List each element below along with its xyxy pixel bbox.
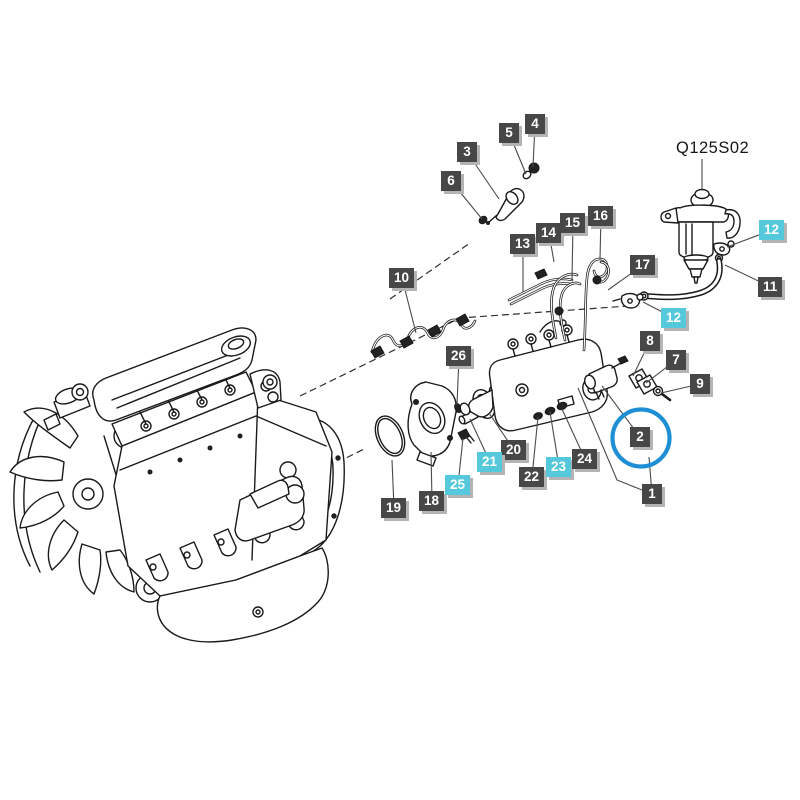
leader-lines bbox=[392, 124, 772, 508]
part-label-21[interactable]: 21 bbox=[477, 452, 503, 472]
glow-plug-harness-illustration bbox=[371, 314, 475, 358]
fuel-filter-illustration bbox=[613, 159, 740, 308]
part-label-3[interactable]: 3 bbox=[457, 142, 477, 162]
fuel-pipes-illustration bbox=[509, 259, 609, 350]
part-label-19[interactable]: 19 bbox=[381, 498, 407, 518]
part-label-2[interactable]: 2 bbox=[630, 427, 650, 447]
injector-illustration bbox=[478, 163, 539, 225]
part-label-10[interactable]: 10 bbox=[389, 268, 415, 288]
injector-bosses bbox=[140, 376, 235, 431]
engine-illustration bbox=[10, 328, 344, 642]
highlight-circle bbox=[613, 410, 670, 467]
part-label-18[interactable]: 18 bbox=[419, 491, 445, 511]
part-label-13[interactable]: 13 bbox=[510, 234, 536, 254]
part-label-9[interactable]: 9 bbox=[690, 374, 710, 394]
washers-illustration bbox=[533, 401, 568, 421]
part-label-23[interactable]: 23 bbox=[546, 457, 572, 477]
group-code-label[interactable]: Q125S02 bbox=[676, 139, 750, 157]
bracket-plates-illustration bbox=[629, 369, 670, 400]
part-label-12a[interactable]: 12 bbox=[759, 220, 785, 240]
part-label-12b[interactable]: 12 bbox=[661, 308, 687, 328]
part-label-26[interactable]: 26 bbox=[446, 346, 472, 366]
part-label-17[interactable]: 17 bbox=[630, 255, 656, 275]
part-label-7[interactable]: 7 bbox=[666, 350, 686, 370]
part-label-15[interactable]: 15 bbox=[560, 213, 586, 233]
part-label-16[interactable]: 16 bbox=[588, 206, 614, 226]
part-label-8[interactable]: 8 bbox=[640, 331, 660, 351]
part-label-5[interactable]: 5 bbox=[499, 123, 519, 143]
part-label-6[interactable]: 6 bbox=[441, 171, 461, 191]
part-label-11[interactable]: 11 bbox=[758, 277, 783, 297]
part-label-4[interactable]: 4 bbox=[525, 114, 545, 134]
solenoid-illustration bbox=[583, 356, 628, 399]
part-label-14[interactable]: 14 bbox=[536, 223, 562, 243]
part-label-20[interactable]: 20 bbox=[501, 440, 527, 460]
part-label-25[interactable]: 25 bbox=[445, 475, 471, 495]
part-label-1[interactable]: 1 bbox=[642, 484, 662, 504]
part-label-24[interactable]: 24 bbox=[572, 449, 598, 469]
part-label-22[interactable]: 22 bbox=[519, 467, 545, 487]
